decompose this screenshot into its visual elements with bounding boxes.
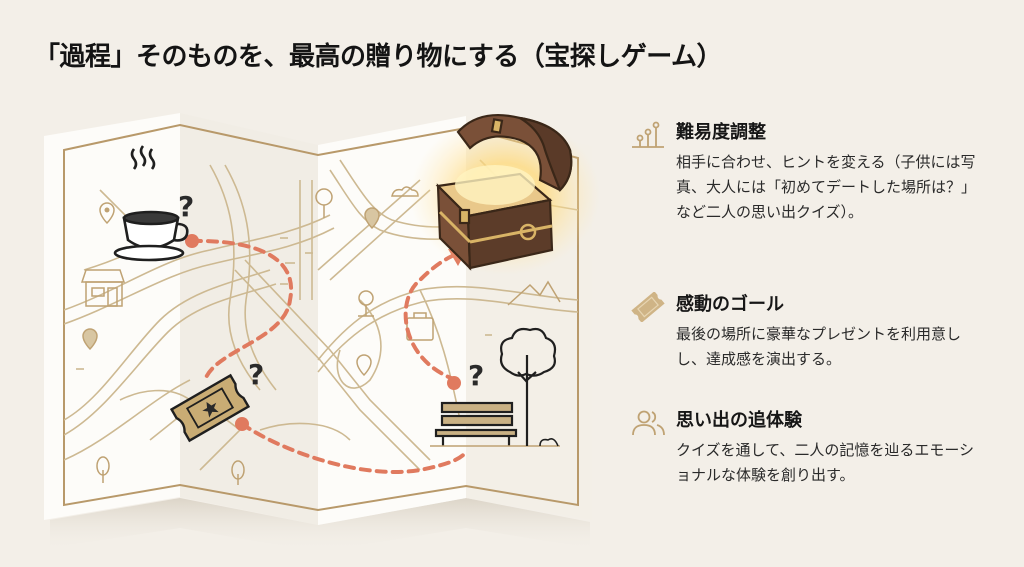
mountain-icon [507, 280, 561, 306]
people-icon [632, 410, 665, 436]
shop-icon [80, 269, 126, 307]
map-pin-icon [82, 202, 380, 377]
coffee-cup-icon [113, 145, 189, 262]
treasure-map-illustration: ? ? ? [44, 113, 600, 552]
feature-title: 難易度調整 [676, 122, 766, 143]
difficulty-levels-icon [632, 121, 664, 148]
dashed-route [190, 238, 468, 474]
tree-icons [96, 188, 374, 485]
feature-description: 相手に合わせ、ヒントを変える（子供には写真、大人には「初めてデートした場所は？」… [676, 153, 977, 221]
feature-title: 思い出の追体験 [676, 410, 802, 431]
question-mark: ? [178, 190, 194, 223]
route-point [185, 234, 199, 248]
feature-description: クイズを通して、二人の記憶を辿るエモーショナルな体験を創り出す。 [676, 441, 975, 484]
park-bench-icon [430, 401, 560, 447]
feature-description: 最後の場所に豪華なプレゼントを利用意しし、達成感を演出する。 [676, 325, 962, 368]
page-title: 「過程」そのものを、最高の贈り物にする（宝探しゲーム） [34, 42, 722, 72]
question-mark: ? [248, 358, 264, 391]
ticket-icon [169, 373, 251, 443]
route-point [447, 376, 461, 390]
feature-title: 感動のゴール [676, 294, 784, 315]
route-point [235, 417, 249, 431]
tree-icon [499, 327, 559, 447]
ticket-icon [631, 292, 665, 322]
question-mark: ? [468, 359, 484, 392]
